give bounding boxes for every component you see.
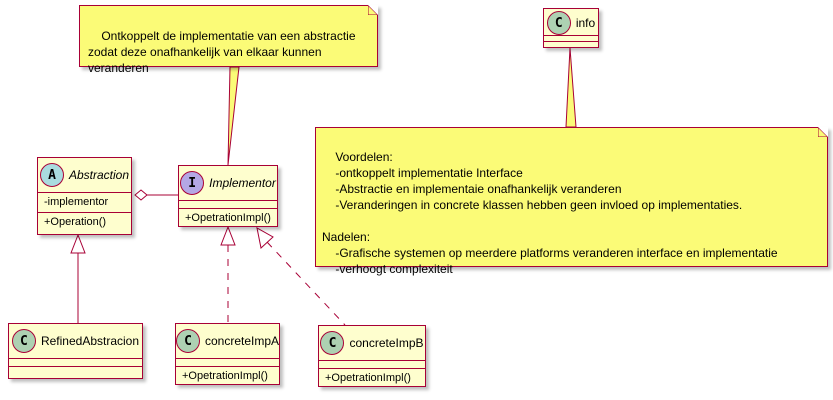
- class-refined-abstracion[interactable]: C RefinedAbstracion: [8, 323, 143, 379]
- decoupling-note-text: Ontkoppelt de implementatie van een abst…: [88, 29, 356, 75]
- abstract-class-icon: A: [39, 163, 64, 187]
- class-fields: [544, 35, 598, 41]
- class-name: Abstraction: [68, 168, 130, 182]
- class-fields: [176, 358, 279, 366]
- class-name: concreteImpA: [204, 334, 280, 348]
- class-methods: +OpetrationImpl(): [319, 368, 425, 388]
- realization-arrow-b: [256, 227, 274, 249]
- class-concrete-imp-a[interactable]: C concreteImpA +OpetrationImpl(): [175, 323, 280, 385]
- class-fields: [9, 358, 142, 366]
- class-concrete-imp-b[interactable]: C concreteImpB +OpetrationImpl(): [318, 325, 426, 387]
- inheritance-arrow-refined: [70, 233, 86, 254]
- class-icon: C: [320, 331, 345, 355]
- realization-line-b: [266, 241, 346, 326]
- class-info[interactable]: C info: [543, 8, 599, 48]
- class-methods: +OpetrationImpl(): [176, 366, 279, 386]
- class-abstraction[interactable]: A Abstraction -implementor +Operation(): [37, 157, 132, 235]
- method-opetration-impl: +OpetrationImpl(): [182, 370, 268, 382]
- field-implementor: -implementor: [44, 196, 109, 208]
- class-header: C concreteImpA: [175, 324, 280, 358]
- interface-implementor[interactable]: I Implementor +OpetrationImpl(): [178, 165, 278, 227]
- interface-icon: I: [180, 171, 205, 195]
- class-header: C concreteImpB: [319, 326, 425, 360]
- class-name: info: [575, 16, 596, 30]
- decoupling-note: Ontkoppelt de implementatie van een abst…: [79, 5, 378, 75]
- class-header: C info: [544, 11, 598, 35]
- realization-arrow-a: [220, 225, 236, 246]
- top-note-pointer: [227, 66, 240, 166]
- class-header: I Implementor: [179, 166, 277, 200]
- class-methods: [544, 41, 598, 47]
- class-fields: [319, 360, 425, 368]
- class-methods: +OpetrationImpl(): [179, 208, 277, 228]
- class-name: RefinedAbstracion: [40, 334, 140, 348]
- aggregation-diamond: [134, 189, 148, 201]
- note-fold-icon: [818, 127, 828, 137]
- class-fields: -implementor: [38, 192, 131, 212]
- pros-cons-note: Voordelen: -ontkoppelt implementatie Int…: [315, 127, 828, 276]
- method-opetration-impl: +OpetrationImpl(): [185, 212, 271, 224]
- class-header: C RefinedAbstracion: [9, 324, 142, 358]
- method-operation: +Operation(): [44, 216, 107, 228]
- class-name: Implementor: [209, 176, 276, 190]
- class-icon: C: [175, 329, 200, 353]
- class-methods: +Operation(): [38, 212, 131, 234]
- pros-cons-note-text: Voordelen: -ontkoppelt implementatie Int…: [322, 150, 778, 276]
- class-methods: [9, 366, 142, 374]
- class-icon: C: [11, 329, 36, 353]
- class-header: A Abstraction: [38, 158, 131, 192]
- class-icon: C: [546, 11, 571, 35]
- info-note-pointer: [565, 47, 577, 128]
- note-fold-icon: [368, 5, 378, 15]
- class-name: concreteImpB: [349, 336, 424, 350]
- method-opetration-impl: +OpetrationImpl(): [325, 372, 411, 384]
- class-fields: [179, 200, 277, 208]
